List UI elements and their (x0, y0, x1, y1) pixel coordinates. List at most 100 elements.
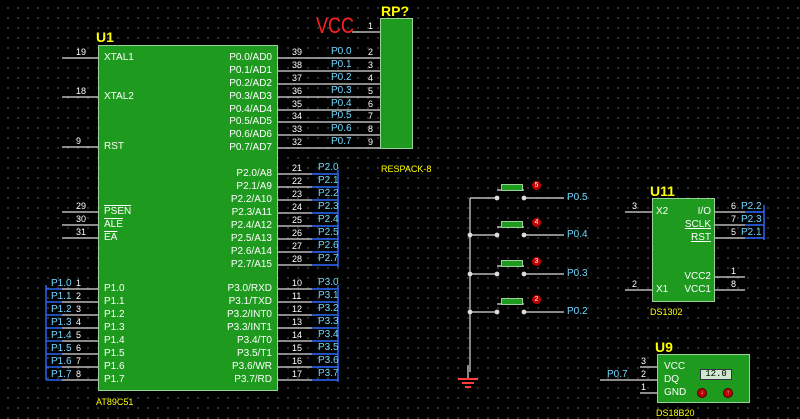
u1-net-label[interactable]: P1.4 (51, 330, 72, 341)
u9-model: DS18B20 (656, 408, 695, 418)
u9-net-label[interactable]: P0.7 (607, 369, 628, 380)
u1-net-label[interactable]: P1.5 (51, 343, 72, 354)
u1-net-label[interactable]: P3.2 (318, 303, 339, 314)
u1-net-label[interactable]: P2.2 (318, 188, 339, 199)
u11-pin-name: I/O (697, 206, 711, 217)
u1-pin-name: P0.3/AD3 (229, 91, 272, 102)
u1-net-label[interactable]: P1.6 (51, 356, 72, 367)
button-marker: 3 (532, 257, 541, 266)
u1-pin-name: P3.7/RD (234, 374, 272, 385)
u1-pin-name: P2.4/A12 (230, 220, 272, 231)
u1-pin-name: EA (104, 232, 118, 243)
u1-pin-number: 10 (292, 278, 303, 288)
u1-net-label[interactable]: P0.7 (331, 136, 352, 147)
u1-net-label[interactable]: P3.3 (318, 316, 339, 327)
u11-pin-number: 8 (731, 279, 737, 289)
u1-net-label[interactable]: P3.1 (318, 290, 339, 301)
u1-net-label[interactable]: P0.5 (331, 110, 352, 121)
u1-net-label[interactable]: P0.2 (331, 72, 352, 83)
u11-pin-number: 2 (632, 279, 638, 289)
u1-pin-name: P0.5/AD5 (229, 116, 272, 127)
u1-pin-name: P0.7/AD7 (229, 142, 272, 153)
button-contact (521, 232, 527, 238)
u1-pin-number: 22 (292, 176, 303, 186)
button-net-label[interactable]: P0.4 (567, 229, 588, 240)
u9-pin-name: DQ (664, 374, 679, 385)
rp-pin-number: 8 (368, 124, 374, 134)
u1-pin-number: 31 (76, 227, 87, 237)
button-contact (521, 271, 527, 277)
u1-net-label[interactable]: P2.1 (318, 175, 339, 186)
u9-pin-number: 2 (641, 369, 647, 379)
u1-pin-name: P2.5/A13 (230, 233, 272, 244)
junction-dot (467, 271, 473, 277)
rp-package[interactable] (380, 18, 413, 149)
pushbutton-3[interactable] (501, 260, 523, 267)
u11-chip[interactable] (652, 198, 715, 302)
u1-net-label[interactable]: P1.7 (51, 369, 72, 380)
u11-net-label[interactable]: P2.2 (741, 201, 762, 212)
pushbutton-4[interactable] (501, 298, 523, 305)
u1-pin-number: 16 (292, 356, 303, 366)
u1-pin-number: 14 (292, 330, 303, 340)
u9-increase-button[interactable]: ↑ (723, 388, 733, 398)
u1-pin-name: P0.2/AD2 (229, 78, 272, 89)
u9-decrease-button[interactable]: ↓ (697, 388, 707, 398)
u1-pin-name: P2.3/A11 (231, 207, 272, 218)
u1-net-label[interactable]: P2.5 (318, 227, 339, 238)
pushbutton-2[interactable] (501, 221, 523, 228)
u9-pin-number: 3 (641, 356, 647, 366)
u1-net-label[interactable]: P0.3 (331, 85, 352, 96)
button-marker: 4 (532, 218, 541, 227)
button-net-label[interactable]: P0.3 (567, 268, 588, 279)
u1-net-label[interactable]: P2.6 (318, 240, 339, 251)
u9-ref: U9 (655, 339, 673, 355)
u1-pin-name: P3.3/INT1 (226, 322, 272, 333)
u9-pin-number: 1 (641, 382, 647, 392)
u1-pin-name: PSEN (104, 206, 132, 217)
u1-net-label[interactable]: P2.3 (318, 201, 339, 212)
u1-pin-name: RST (104, 141, 124, 152)
u1-net-label[interactable]: P0.0 (331, 46, 352, 57)
u1-net-label[interactable]: P1.0 (51, 278, 72, 289)
junction-dot (467, 309, 473, 315)
button-contact (494, 195, 500, 201)
u1-pin-name: ALE (104, 219, 123, 230)
u1-pin-number: 17 (292, 369, 303, 379)
u1-pin-number: 23 (292, 189, 303, 199)
rp-pin-number: 4 (368, 73, 374, 83)
u1-net-label[interactable]: P2.4 (318, 214, 339, 225)
u9-pin-name: GND (664, 387, 687, 398)
u1-net-label[interactable]: P3.0 (318, 277, 339, 288)
u1-net-label[interactable]: P3.5 (318, 342, 339, 353)
u1-pin-number: 8 (76, 369, 82, 379)
u11-net-label[interactable]: P2.3 (741, 214, 762, 225)
u1-net-label[interactable]: P3.4 (318, 329, 339, 340)
u1-pin-number: 28 (292, 254, 303, 264)
u1-net-label[interactable]: P1.3 (51, 317, 72, 328)
u1-pin-name: P3.2/INT0 (226, 309, 272, 320)
u1-pin-name: P0.1/AD1 (229, 65, 272, 76)
u1-pin-name: P1.2 (104, 309, 125, 320)
u1-net-label[interactable]: P1.2 (51, 304, 72, 315)
u1-chip[interactable] (98, 45, 278, 391)
u1-net-label[interactable]: P1.1 (51, 291, 72, 302)
pushbutton-1[interactable] (501, 184, 523, 191)
u1-net-label[interactable]: P0.6 (331, 123, 352, 134)
u1-pin-number: 29 (76, 201, 87, 211)
u1-net-label[interactable]: P2.0 (318, 162, 339, 173)
u1-pin-name: P1.4 (104, 335, 125, 346)
u1-net-label[interactable]: P0.1 (331, 59, 352, 70)
u11-net-label[interactable]: P2.1 (741, 227, 762, 238)
u1-pin-number: 35 (292, 99, 303, 109)
u1-net-label[interactable]: P3.6 (318, 355, 339, 366)
u1-pin-name: P0.0/AD0 (229, 52, 272, 63)
u1-net-label[interactable]: P0.4 (331, 98, 352, 109)
button-net-label[interactable]: P0.5 (567, 192, 588, 203)
u1-net-label[interactable]: P3.7 (318, 368, 339, 379)
u1-net-label[interactable]: P2.7 (318, 253, 339, 264)
button-net-label[interactable]: P0.2 (567, 306, 588, 317)
u1-pin-name: P3.0/RXD (227, 283, 272, 294)
button-contact (494, 309, 500, 315)
u11-ref: U11 (650, 183, 675, 199)
